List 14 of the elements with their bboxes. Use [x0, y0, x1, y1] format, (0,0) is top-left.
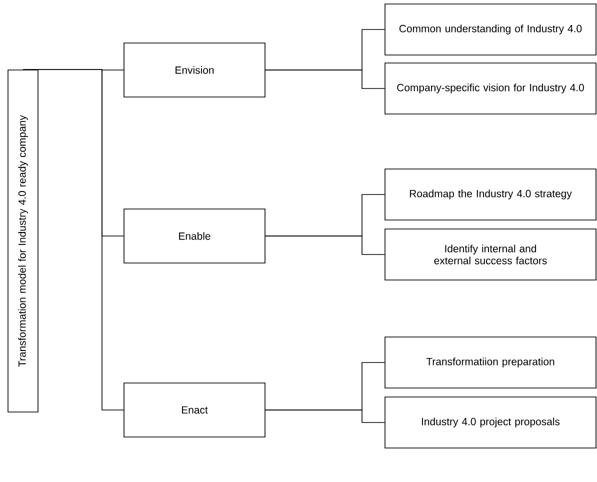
process-box: Industry 4.0 project proposals	[384, 396, 596, 448]
process-box: Envision	[124, 42, 266, 98]
title-box: Transformation model for Industry 4.0 ready company	[8, 70, 38, 412]
process-box: Enact	[124, 382, 266, 438]
process-box: Roadmap the Industry 4.0 strategy	[384, 168, 596, 220]
process-box: Identify internal and external success factors	[384, 228, 596, 280]
connector-line	[265, 410, 385, 423]
process-box: Common understanding of Industry 4.0	[384, 4, 596, 56]
connector-line	[265, 236, 385, 255]
connector-line	[265, 70, 385, 89]
process-box: Company-specific vision for Industry 4.0	[384, 62, 596, 114]
process-box: Transformatiion preparation	[384, 336, 596, 388]
process-box: Enable	[124, 208, 266, 264]
connector-line	[22, 69, 124, 410]
